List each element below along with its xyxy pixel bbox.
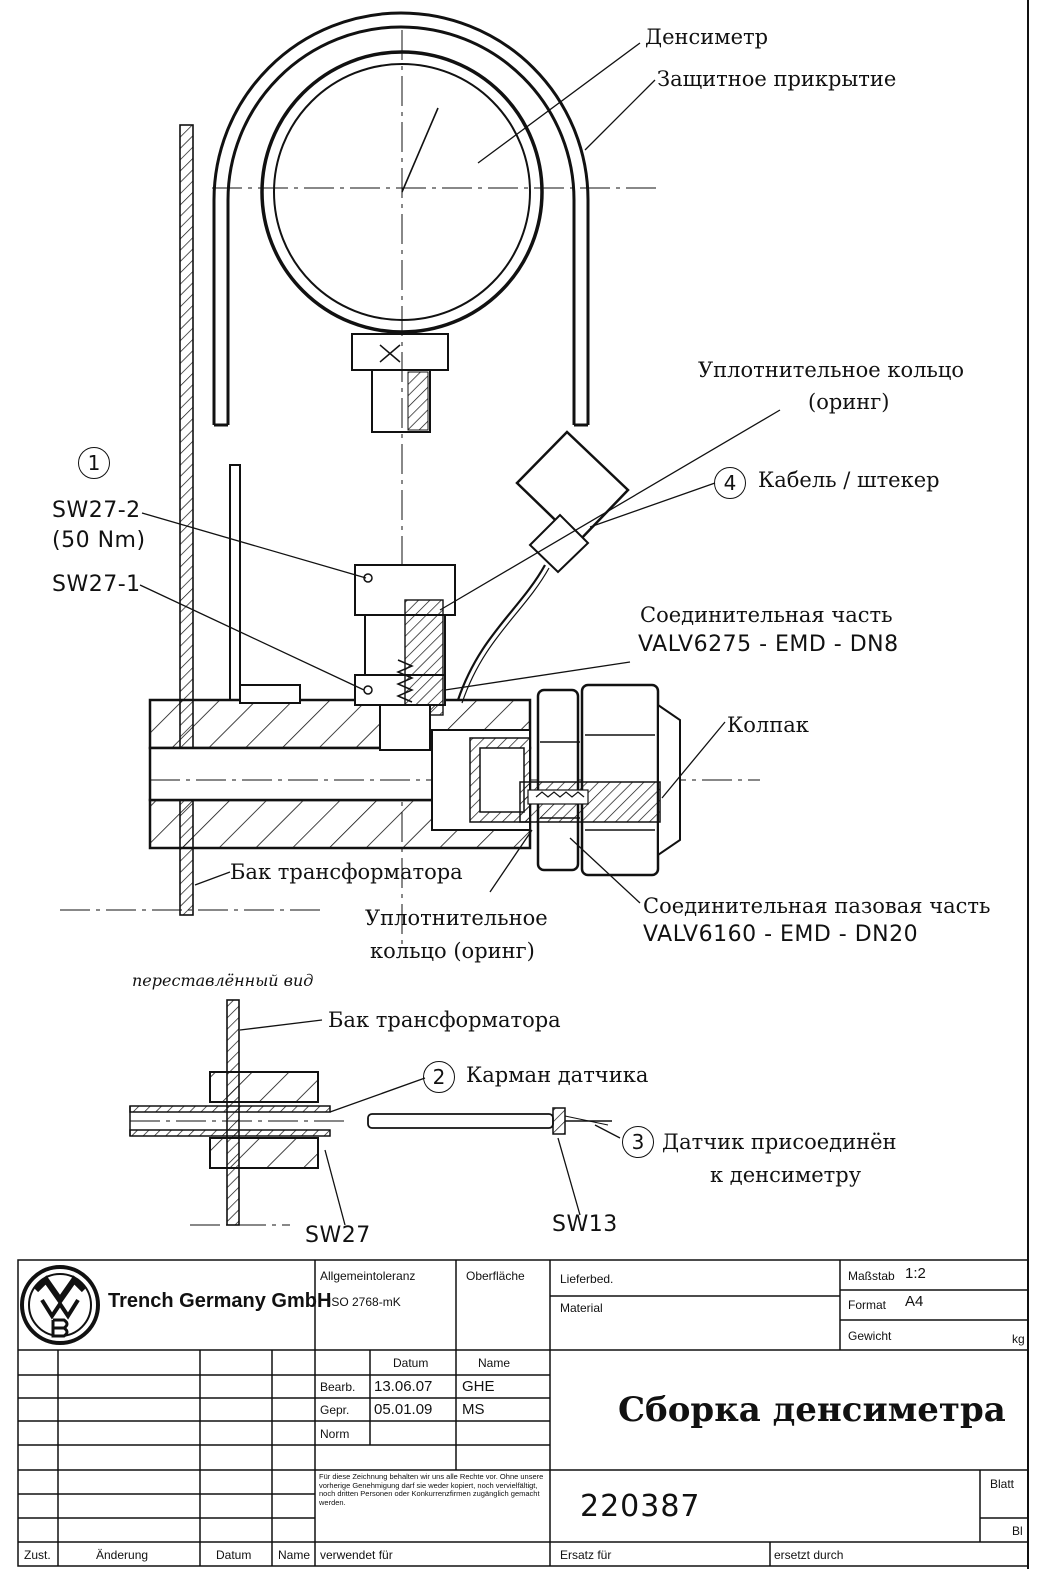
item-number-4: 4	[714, 467, 746, 499]
label-sw27: SW27	[305, 1223, 371, 1248]
gepr-name: MS	[462, 1401, 485, 1418]
weight-unit: kg	[1012, 1332, 1025, 1346]
drawing-title: Сборка денсиметра	[618, 1390, 1006, 1430]
label-cable-plug: Кабель / штекер	[758, 468, 940, 492]
label-transformer-tank: Бак трансформатора	[230, 860, 463, 884]
label-groove-part: Соединительная пазовая часть	[643, 894, 991, 918]
rotated-view	[129, 999, 612, 1226]
sheet-abbr: Bl	[1012, 1524, 1023, 1538]
label-cap: Колпак	[727, 713, 809, 737]
cap-assembly	[519, 683, 681, 877]
leader-lines-rotated	[239, 1019, 621, 1226]
scale-label: Maßstab	[848, 1269, 895, 1283]
norm-label: Norm	[320, 1427, 350, 1441]
label-sensor-pocket: Карман датчика	[466, 1063, 649, 1087]
label-oring-bottom-line1: Уплотнительное	[365, 906, 548, 930]
label-groove-part-code: VALV6160 - EMD - DN20	[643, 922, 919, 947]
revision-change-header: Änderung	[96, 1548, 149, 1562]
general-tolerance-label: Allgemeintoleranz	[320, 1269, 416, 1283]
replaced-by-label: ersetzt durch	[774, 1548, 844, 1562]
company-name: Trench Germany GmbH	[108, 1290, 332, 1312]
sheet-label: Blatt	[990, 1477, 1015, 1491]
name-header: Name	[478, 1356, 511, 1370]
label-sensor-line2: к денсиметру	[710, 1163, 862, 1187]
rights-note: Für diese Zeichnung behalten wir uns all…	[319, 1472, 544, 1507]
item-number-3: 3	[622, 1126, 654, 1158]
label-sw13: SW13	[552, 1212, 618, 1237]
label-sw27-2: SW27-2	[52, 498, 141, 523]
bearb-label: Bearb.	[320, 1380, 356, 1394]
revision-zust-header: Zust.	[24, 1548, 51, 1562]
item-number-2: 2	[423, 1061, 455, 1093]
label-oring-top-line1: Уплотнительное кольцо	[698, 358, 965, 382]
format-value: A4	[905, 1293, 924, 1310]
company-logo	[20, 1265, 100, 1345]
label-oring-bottom-line2: кольцо (оринг)	[370, 939, 535, 963]
delivery-label: Lieferbed.	[560, 1272, 614, 1286]
replaces-label: Ersatz für	[560, 1548, 612, 1562]
title-block-grid	[17, 1259, 1029, 1567]
gepr-date: 05.01.09	[374, 1401, 433, 1418]
label-rotated-view: переставлённый вид	[132, 971, 314, 990]
label-protective-cover: Защитное прикрытие	[657, 67, 897, 91]
label-oring-top-line2: (оринг)	[808, 390, 890, 414]
general-tolerance-value: ISO 2768-mK	[328, 1295, 401, 1309]
revision-name-header: Name	[278, 1548, 311, 1562]
item-number-1: 1	[78, 447, 110, 479]
used-for-label: verwendet für	[320, 1548, 393, 1562]
label-sw27-1: SW27-1	[52, 572, 141, 597]
gepr-label: Gepr.	[320, 1403, 350, 1417]
connecting-part	[239, 564, 456, 751]
densimeter-gauge	[212, 30, 660, 950]
protective-cover	[212, 11, 590, 427]
label-connecting-part: Соединительная часть	[640, 603, 893, 627]
bearb-name: GHE	[462, 1378, 495, 1395]
label-densimeter: Денсиметр	[645, 25, 769, 49]
bearb-date: 13.06.07	[374, 1378, 433, 1395]
leader-lines	[139, 42, 781, 904]
revision-date-header: Datum	[216, 1548, 252, 1562]
weight-label: Gewicht	[848, 1329, 892, 1343]
label-sw27-2-torque: (50 Nm)	[52, 528, 146, 553]
drawing-number: 220387	[580, 1489, 701, 1524]
cable-plug	[456, 430, 630, 704]
valve-body	[148, 698, 760, 850]
scale-value: 1:2	[905, 1265, 926, 1282]
date-header: Datum	[393, 1356, 429, 1370]
surface-label: Oberfläche	[466, 1269, 525, 1283]
label-transformer-tank-rotated: Бак трансформатора	[328, 1008, 561, 1032]
format-label: Format	[848, 1298, 887, 1312]
label-sensor-line1: Датчик присоединён	[662, 1130, 897, 1154]
label-connecting-part-code: VALV6275 - EMD - DN8	[638, 632, 899, 657]
material-label: Material	[560, 1301, 603, 1315]
